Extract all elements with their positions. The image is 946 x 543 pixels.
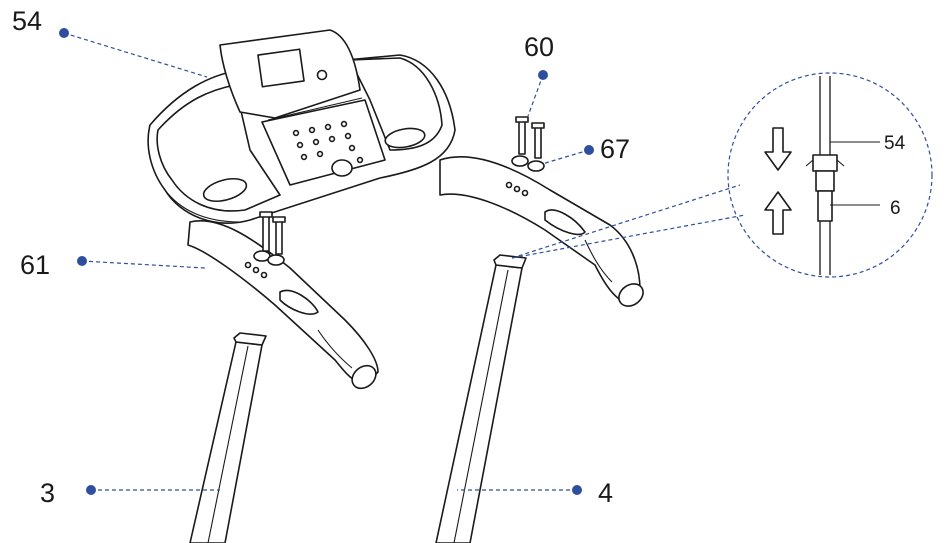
- console: [147, 29, 456, 224]
- bolts-left: [253, 211, 286, 266]
- callout-left-upright: 3: [40, 478, 220, 508]
- speaker-grille: [292, 120, 364, 164]
- left-handrail: [187, 220, 379, 390]
- callout-label-console: 54: [12, 6, 42, 36]
- detail-label-upper: 54: [884, 133, 906, 154]
- callout-bolt: 60: [524, 32, 554, 117]
- callout-label-handrail: 61: [20, 250, 50, 280]
- callout-handrail: 61: [20, 250, 206, 280]
- right-upright: [435, 254, 527, 543]
- callout-label-bolt: 60: [524, 32, 554, 62]
- detail-label-lower: 6: [890, 198, 901, 219]
- callout-right-upright: 4: [457, 478, 613, 508]
- bolts-right: [511, 116, 545, 172]
- cable-detail-inset: 54 6: [511, 72, 933, 278]
- callout-console: 54: [12, 6, 208, 78]
- right-handrail: [439, 156, 644, 307]
- callout-label-washer: 67: [600, 134, 630, 164]
- arrow-up-icon: [764, 191, 792, 235]
- callout-label-right-upright: 4: [598, 478, 613, 508]
- arrow-down-icon: [764, 127, 792, 171]
- callout-label-left-upright: 3: [40, 478, 55, 508]
- callout-washer: 67: [541, 134, 630, 165]
- left-upright: [189, 332, 267, 543]
